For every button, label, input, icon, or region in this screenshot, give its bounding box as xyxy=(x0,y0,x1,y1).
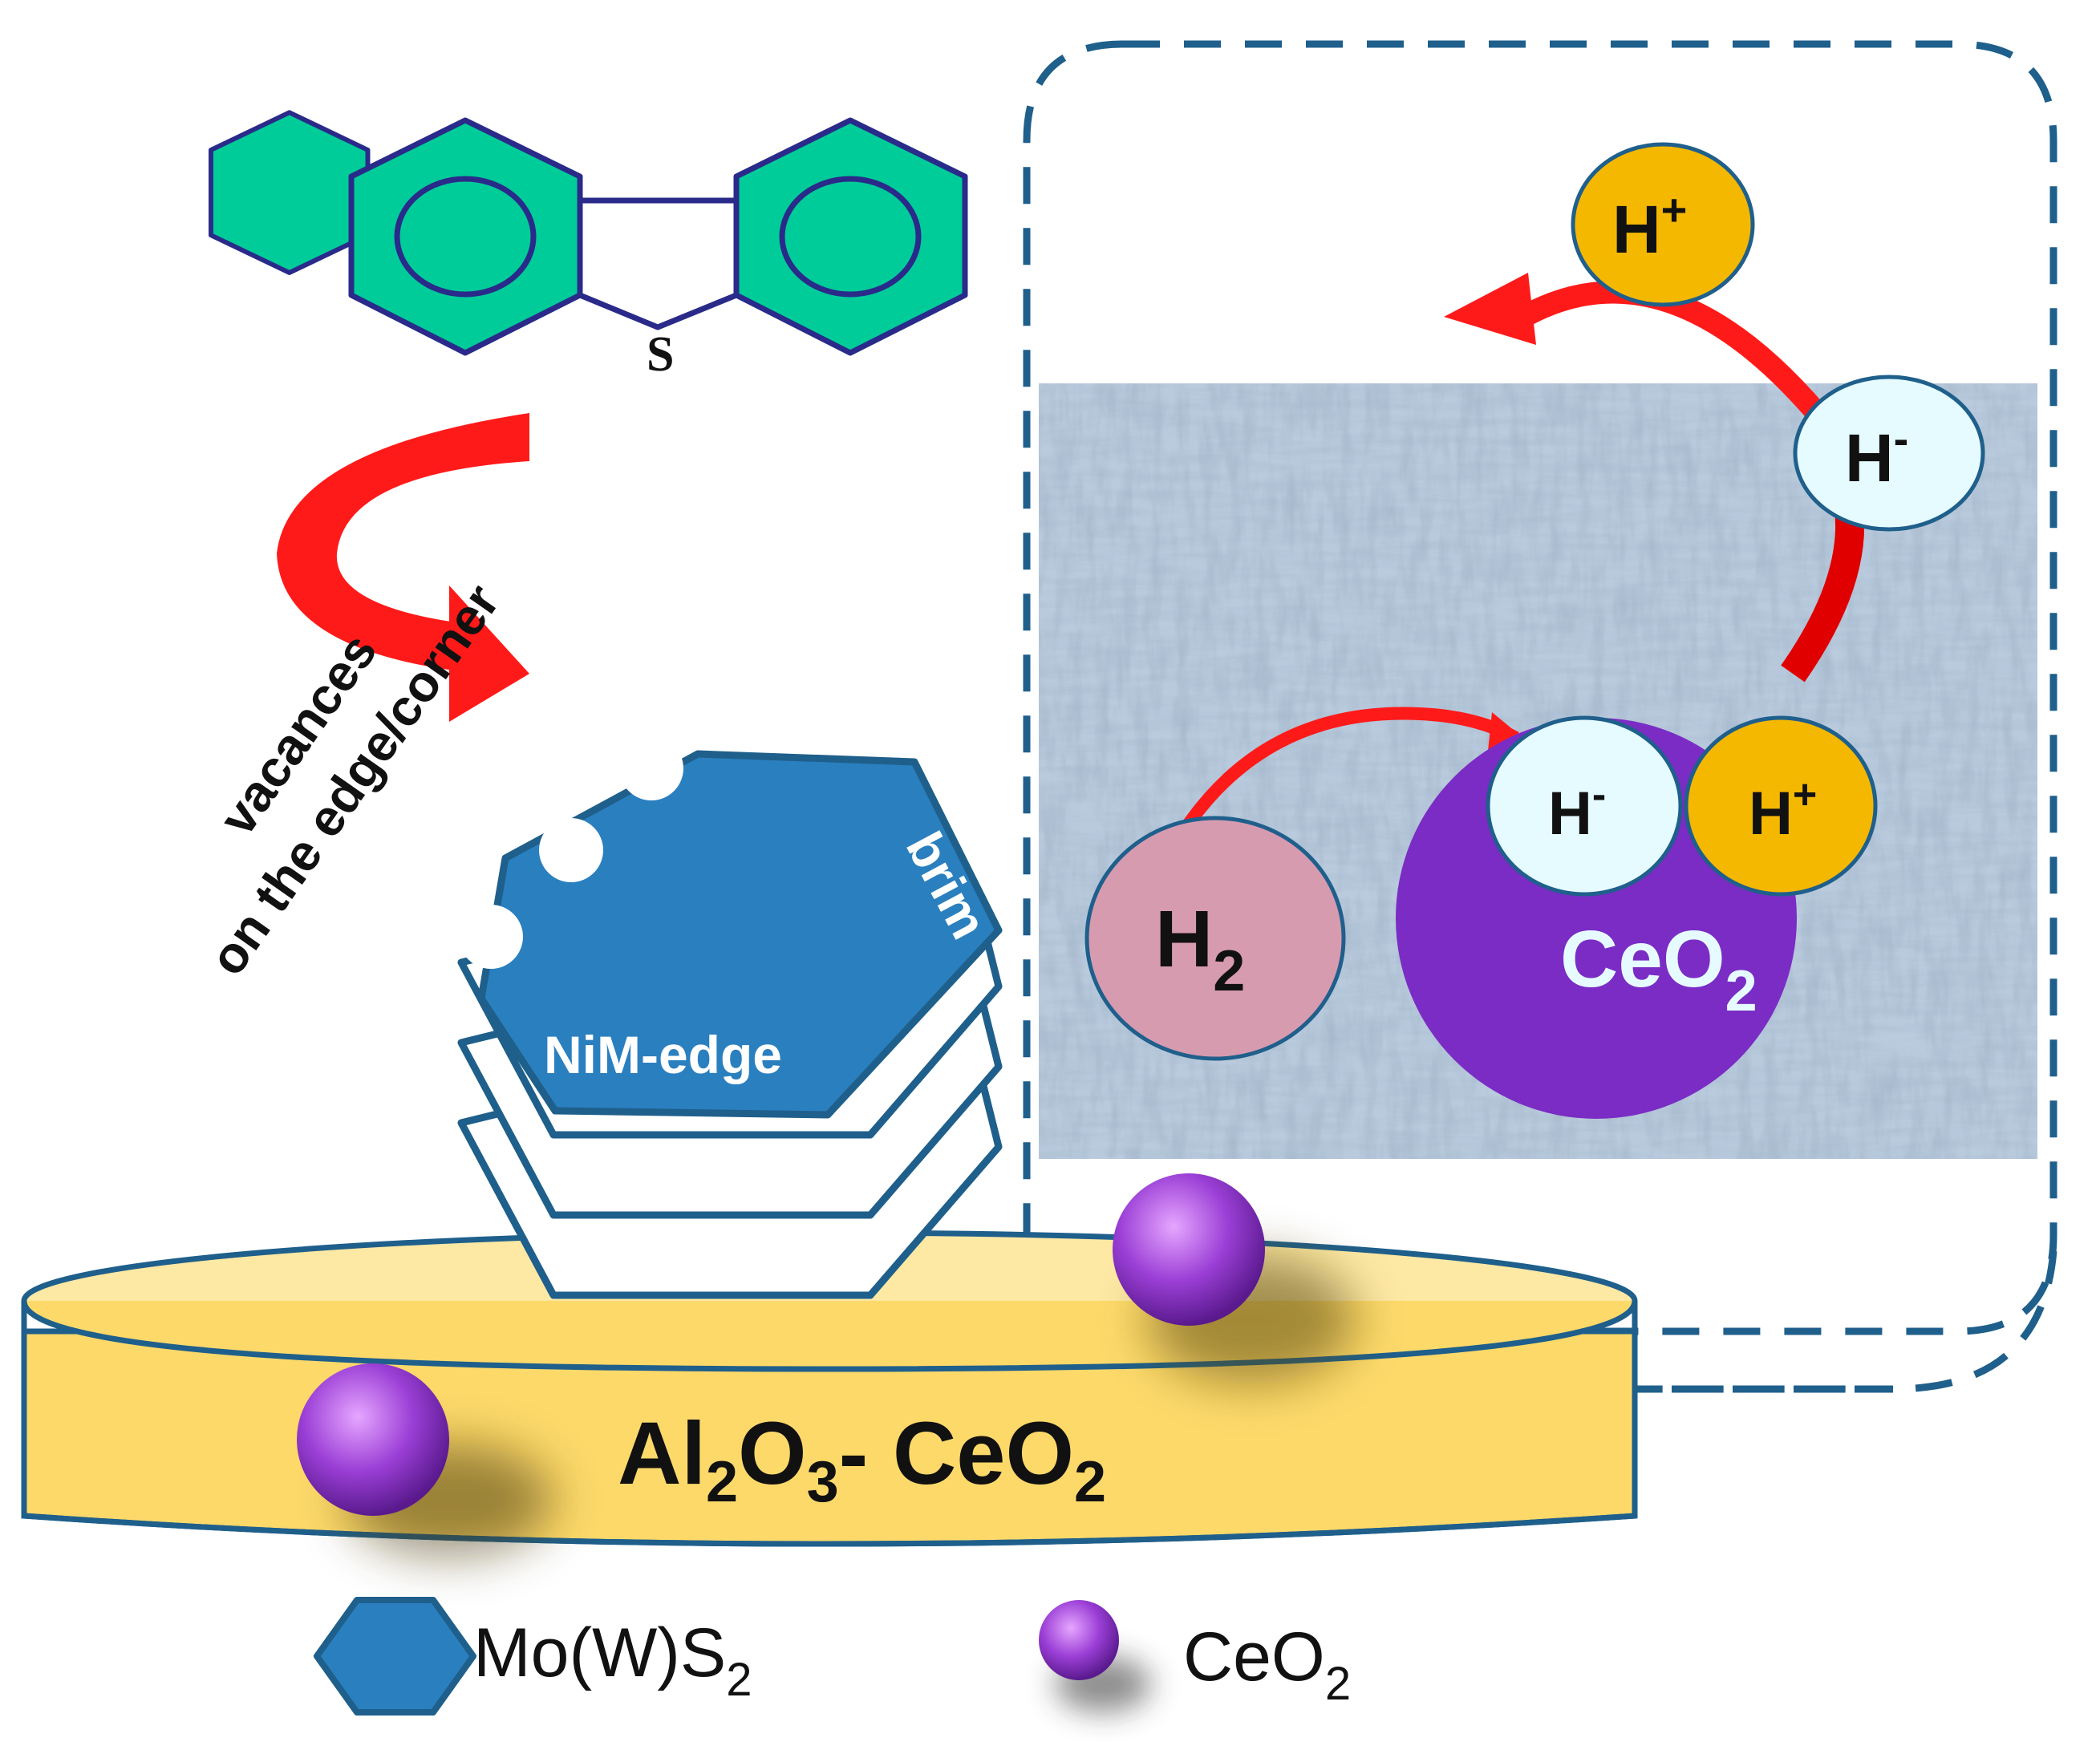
benzene-ring-left xyxy=(209,110,371,275)
dibenzothiophene xyxy=(348,117,968,356)
ceo2-particle-top xyxy=(1113,1173,1265,1326)
h-minus-top: H- xyxy=(1793,375,1985,532)
svg-text:H+: H+ xyxy=(1612,184,1687,267)
inset-frame-bottom xyxy=(1123,1250,2057,1393)
aromatic-circle-left xyxy=(394,176,537,298)
h-minus-on-ceo2: H- xyxy=(1486,715,1683,897)
spillover-arrow-h2 xyxy=(1161,707,1519,861)
release-arrowhead xyxy=(1444,273,1536,345)
svg-text:H-: H- xyxy=(1845,413,1908,496)
legend-ceo2-label: CeO2 xyxy=(1183,1618,1351,1710)
svg-text:H-: H- xyxy=(1548,772,1606,848)
svg-text:H+: H+ xyxy=(1749,772,1817,848)
inset-frame xyxy=(1023,40,2057,1393)
sulfur-atom-label: S xyxy=(647,327,674,382)
thiophene-ring xyxy=(577,197,740,330)
support-label: Al2O3- CeO2 xyxy=(618,1404,1106,1514)
svg-text:H2: H2 xyxy=(1155,894,1245,1003)
benzene-ring-right-main xyxy=(733,117,968,356)
adsorption-arrow xyxy=(277,413,529,722)
legend-mos2-hexagon-icon xyxy=(314,1597,476,1716)
aromatic-circle-right xyxy=(779,176,922,298)
mos2-stack xyxy=(457,750,1003,1299)
ceo2-particle-support xyxy=(297,1363,449,1516)
h2-molecule: H2 xyxy=(1084,816,1346,1061)
h-plus-on-ceo2: H+ xyxy=(1684,715,1878,897)
nim-edge-label: NiM-edge xyxy=(544,1025,782,1084)
legend-mos2-label: Mo(W)S2 xyxy=(473,1614,752,1706)
benzene-ring-left-main xyxy=(348,117,583,356)
legend-ceo2-sphere-icon xyxy=(1039,1600,1119,1680)
dibenzothiophene-molecule xyxy=(209,110,371,275)
mos2-slab-1 xyxy=(477,750,1003,1119)
edge-vacancies xyxy=(459,736,683,969)
h-plus-top: H+ xyxy=(1571,142,1755,307)
svg-text:CeO2: CeO2 xyxy=(1560,914,1757,1023)
